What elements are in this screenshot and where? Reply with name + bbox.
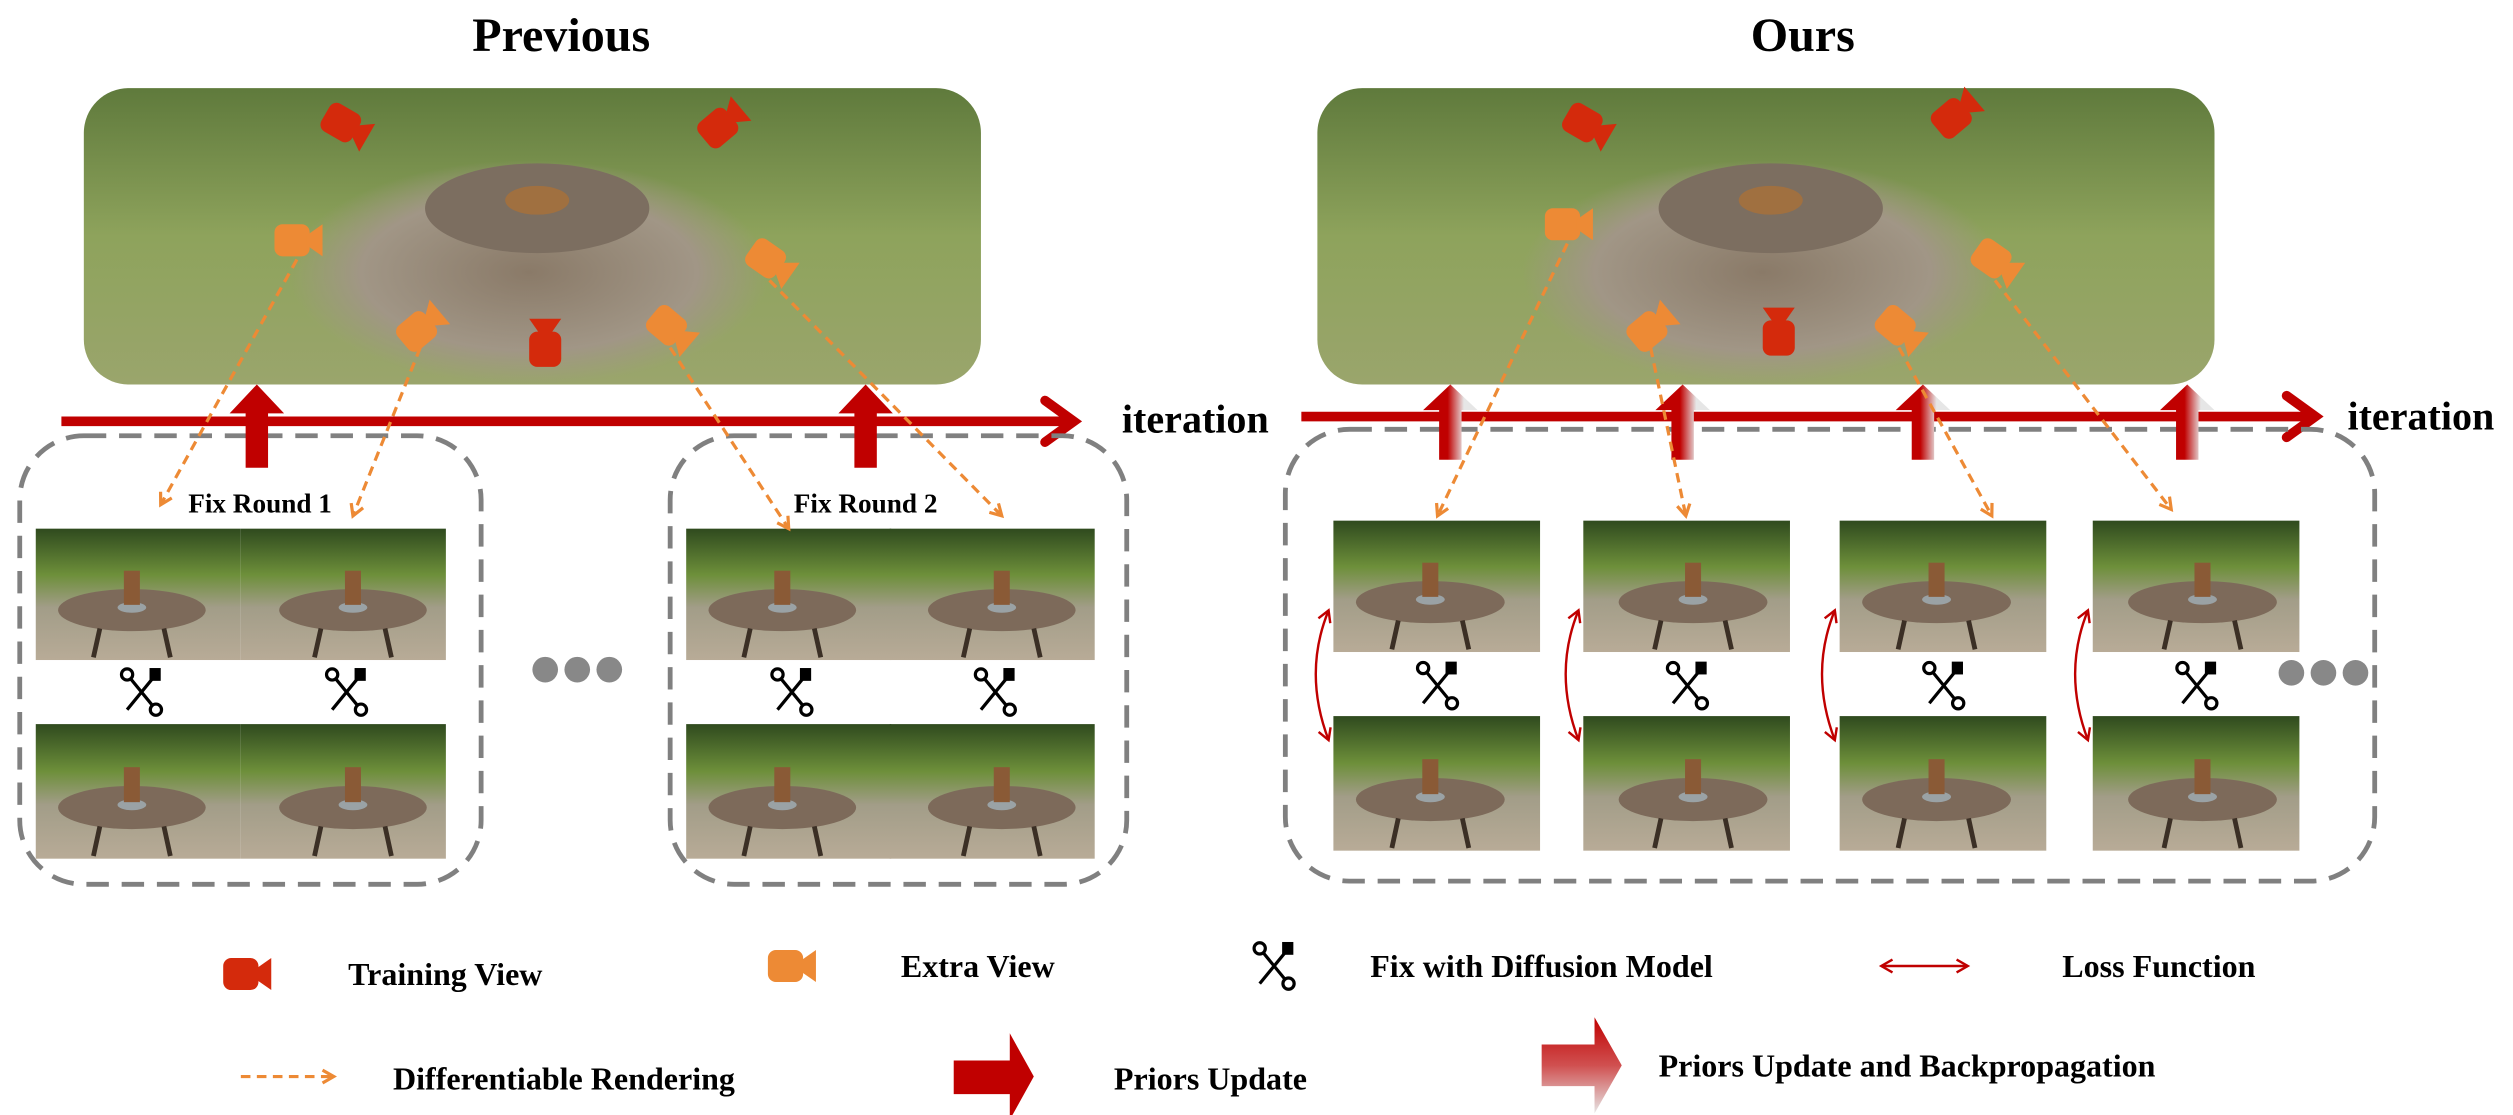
ellipsis-icon [532, 656, 623, 683]
fix-diffusion-icon [1665, 660, 1710, 711]
priors-update-backprop-arrow [1895, 384, 1951, 460]
fix-diffusion-legend-icon [1252, 941, 1296, 991]
differentiable-rendering-arrow [1649, 347, 1686, 516]
training-view-camera-icon [320, 102, 376, 152]
differentiable-rendering-arrow [1438, 242, 1569, 516]
loss-function-arrow [2073, 608, 2092, 743]
view-image [240, 724, 446, 859]
view-image [1839, 716, 2047, 851]
extra-view-camera-icon [1544, 208, 1593, 241]
differentiable-rendering-arrow [353, 347, 422, 516]
fix-diffusion-icon [1415, 660, 1460, 711]
view-image [1583, 520, 1790, 653]
fix-diffusion-icon [2175, 660, 2219, 711]
fix-diffusion-icon [973, 667, 1017, 717]
fix-round-1-label: Fix Round 1 [188, 489, 332, 519]
training-view-camera-icon [1762, 307, 1795, 356]
training-view-camera-icon [1930, 86, 1985, 139]
training-view-legend-icon [223, 958, 272, 991]
ours-iteration-arrow [1301, 390, 2324, 443]
loss-function-arrow [1820, 608, 1839, 743]
ellipsis-icon [2278, 660, 2369, 686]
view-image [2092, 520, 2300, 653]
loss-function-arrow [1314, 608, 1332, 743]
extra-view-camera-icon [1970, 238, 2026, 289]
priors-update-arrow [229, 384, 285, 468]
differentiable-rendering-arrow [768, 279, 1001, 515]
differentiable-rendering-arrow [1993, 279, 2171, 509]
extra-view-camera-icon [745, 238, 800, 289]
priors-update-backprop-arrow [1655, 384, 1710, 460]
loss-function-arrow [1564, 608, 1582, 743]
priors-update-arrow [838, 384, 893, 468]
view-image [686, 528, 892, 661]
priors-update-backprop-arrow [2160, 384, 2215, 460]
view-image [1839, 520, 2047, 653]
legend-priors-update-backprop: Priors Update and Backpropagation [1659, 1048, 2156, 1084]
view-image [2092, 716, 2300, 851]
priors-update-backprop-arrow [1423, 384, 1478, 460]
fix-round-1-box [17, 433, 484, 887]
ours-title: Ours [1751, 9, 1855, 62]
fix-diffusion-icon [324, 667, 369, 717]
training-view-camera-icon [697, 96, 752, 149]
previous-title: Previous [472, 9, 650, 62]
legend-extra-view: Extra View [901, 948, 1055, 984]
view-image [35, 724, 241, 859]
differentiable-rendering-arrow [668, 346, 789, 529]
ours-iteration-label: iteration [2347, 393, 2494, 438]
view-image [1583, 716, 1790, 851]
extra-view-camera-icon [396, 299, 451, 352]
extra-view-camera-icon [1874, 304, 1929, 358]
legend-training-view: Training View [348, 956, 542, 992]
differentiable-rendering-arrow [161, 258, 299, 505]
extra-view-camera-icon [1626, 299, 1681, 352]
view-image [889, 528, 1095, 661]
training-view-camera-icon [529, 318, 562, 367]
legend-differentiable-rendering: Differentiable Rendering [393, 1060, 735, 1096]
legend-fix-diffusion: Fix with Diffusion Model [1370, 948, 1713, 984]
view-image [686, 724, 892, 859]
fix-diffusion-icon [770, 667, 814, 717]
view-image [1333, 520, 1541, 653]
extra-view-camera-icon [645, 304, 701, 358]
legend-priors-update: Priors Update [1114, 1060, 1307, 1096]
fix-diffusion-icon [1922, 660, 1966, 711]
view-image [1333, 716, 1541, 851]
extra-view-camera-icon [274, 224, 323, 257]
fix-round-2-label: Fix Round 2 [794, 489, 938, 519]
ours-fix-box [1282, 426, 2378, 884]
fix-diffusion-icon [119, 667, 164, 717]
priors-update-backprop-arrow-icon [1541, 1017, 1622, 1114]
extra-view-legend-icon [767, 949, 816, 983]
legend-loss-function: Loss Function [2062, 948, 2255, 984]
previous-iteration-label: iteration [1122, 397, 1269, 442]
view-image [240, 528, 446, 661]
priors-update-arrow-icon [953, 1033, 1034, 1115]
view-image [35, 528, 241, 661]
training-view-camera-icon [1562, 102, 1617, 152]
view-image [889, 724, 1095, 859]
